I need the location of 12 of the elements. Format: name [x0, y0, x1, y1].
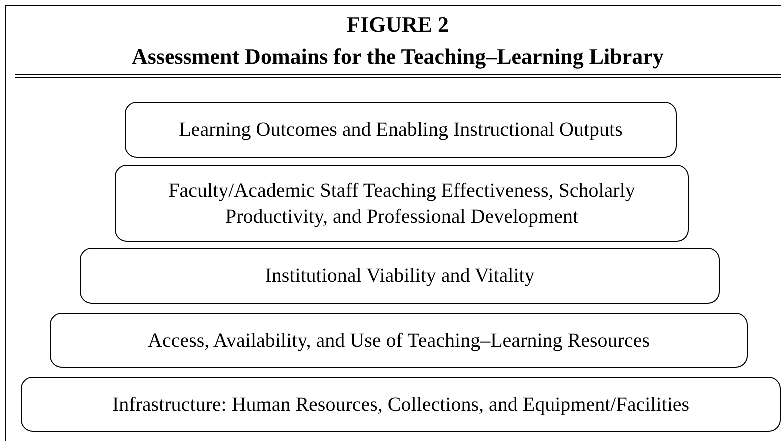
- domain-label: Infrastructure: Human Resources, Collections, and Equipment/Facilities: [112, 392, 690, 418]
- domain-label: Access, Availability, and Use of Teaching–Learning Resources: [148, 328, 650, 354]
- domain-label: Faculty/Academic Staff Teaching Effectiveness, Scholarly Productivity, and Professional Development: [168, 178, 636, 230]
- domain-label: Learning Outcomes and Enabling Instructional Outputs: [179, 118, 623, 143]
- domain-box: [115, 165, 689, 242]
- domain-box: [21, 377, 781, 432]
- domain-label: Institutional Viability and Vitality: [265, 264, 535, 289]
- figure-number: FIGURE 2: [347, 12, 450, 38]
- title: Assessment Domains for the Teaching–Learning Library: [132, 44, 664, 70]
- domain-box: [80, 248, 720, 304]
- domain-box: [125, 102, 677, 158]
- domain-box: [50, 313, 748, 368]
